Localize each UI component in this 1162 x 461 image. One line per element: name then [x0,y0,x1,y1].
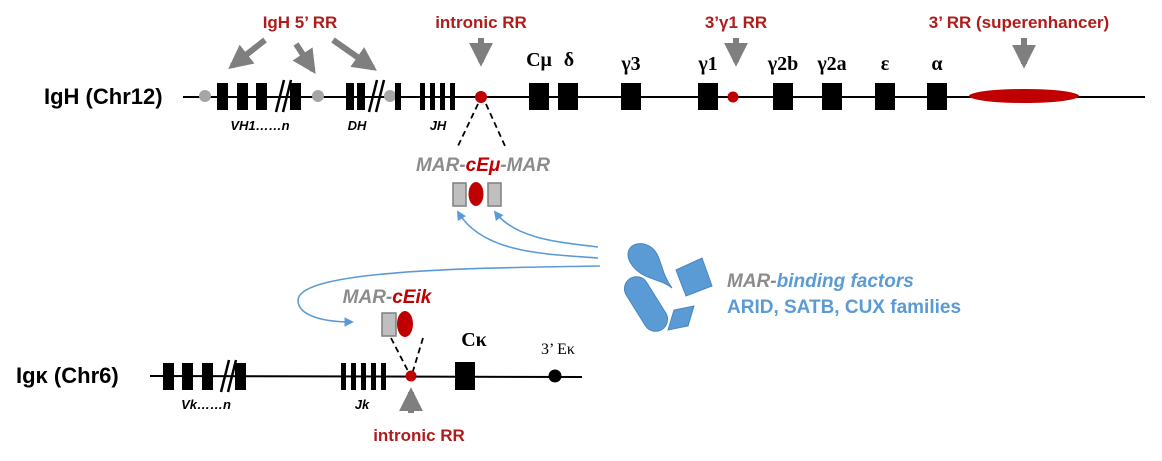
igk-vk-break [219,359,238,393]
factor-parallelogram-icon [667,305,695,331]
igk-ck-label: Cκ [461,329,487,351]
igh-jh-label: JH [430,118,447,133]
igk-jk-segments [341,363,386,390]
mar-binding-factor-shapes [623,243,713,332]
igk-zoom-lines [390,337,424,372]
igh-vh-break [274,79,293,113]
mar-ceik-element [381,311,413,337]
mar-cemu-prefix: MAR- [416,155,466,176]
igh-dh-segments [346,83,401,110]
igh-5rr-sites [199,90,396,102]
factor-binding-arrows [297,210,601,327]
mar-ceik-core: cEik [392,287,433,308]
gene-label-g3: γ3 [620,53,640,75]
factor-blob-icon [627,243,673,289]
igh-constant-genes [529,83,947,110]
igk-3ek-enhancer [548,369,562,383]
igh-dh-label: DH [348,118,367,133]
factors-title-rest: binding factors [777,271,914,292]
mar-cemu-label: MAR-cEμ-MAR [416,155,550,176]
mar-cemu-core: cEμ [466,155,501,176]
igh-5rr-arrows [228,37,377,75]
gene-label-g2b: γ2b [767,53,798,75]
igh-rr-down-arrows [469,38,1036,69]
gene-label-alpha: α [931,53,942,75]
mar-binding-factors-title: MAR-binding factors [727,271,914,292]
igk-vk-label: Vk……n [181,397,231,412]
igh-3rr-superenhancer [969,89,1079,103]
igh-3g1-rr-label: 3’γ1 RR [705,13,767,32]
gene-label-g1: γ1 [697,53,717,75]
igh-vh-segments [217,83,301,110]
mar-cemu-element [452,182,502,207]
igk-intronic-rr-label: intronic RR [373,426,465,445]
igh-zoom-lines [457,103,506,147]
igk-jk-label: Jk [355,397,370,412]
factor-rhombus-icon [675,257,713,297]
gene-label-delta: δ [564,49,574,71]
igh-dh-break [367,79,386,113]
factors-title-prefix: MAR- [727,271,777,292]
igh-constant-labels: Cμ δ γ3 γ1 γ2b γ2a ε α [526,49,942,75]
igh-chromosome-label: IgH (Chr12) [44,84,163,109]
gene-label-cmu: Cμ [526,49,552,71]
mar-ceik-label: MAR-cEik [343,287,433,308]
mar-cemu-suffix: -MAR [500,155,550,176]
igh-3rr-label: 3’ RR (superenhancer) [929,13,1109,32]
mar-ceik-prefix: MAR- [343,287,393,308]
igk-intronic-enhancer [405,370,417,382]
gene-label-g2a: γ2a [816,53,846,75]
factor-pill-icon [623,276,669,332]
igk-3ek-label: 3’ Eκ [541,341,575,358]
igk-ck-gene [455,362,475,390]
igh-intronic-rr-label: intronic RR [435,13,527,32]
igk-chromosome-label: Igκ (Chr6) [16,363,119,388]
mar-binding-factor-families: ARID, SATB, CUX families [727,297,961,318]
igh-vh-label: VH1……n [230,118,289,133]
igk-vk-segments [163,363,246,390]
gene-label-epsilon: ε [881,53,890,75]
igh-intronic-enhancer [475,91,487,103]
igh-5rr-label: IgH 5’ RR [263,13,338,32]
igh-jh-segments [420,83,455,110]
igh-3g1-enhancer [727,91,739,103]
